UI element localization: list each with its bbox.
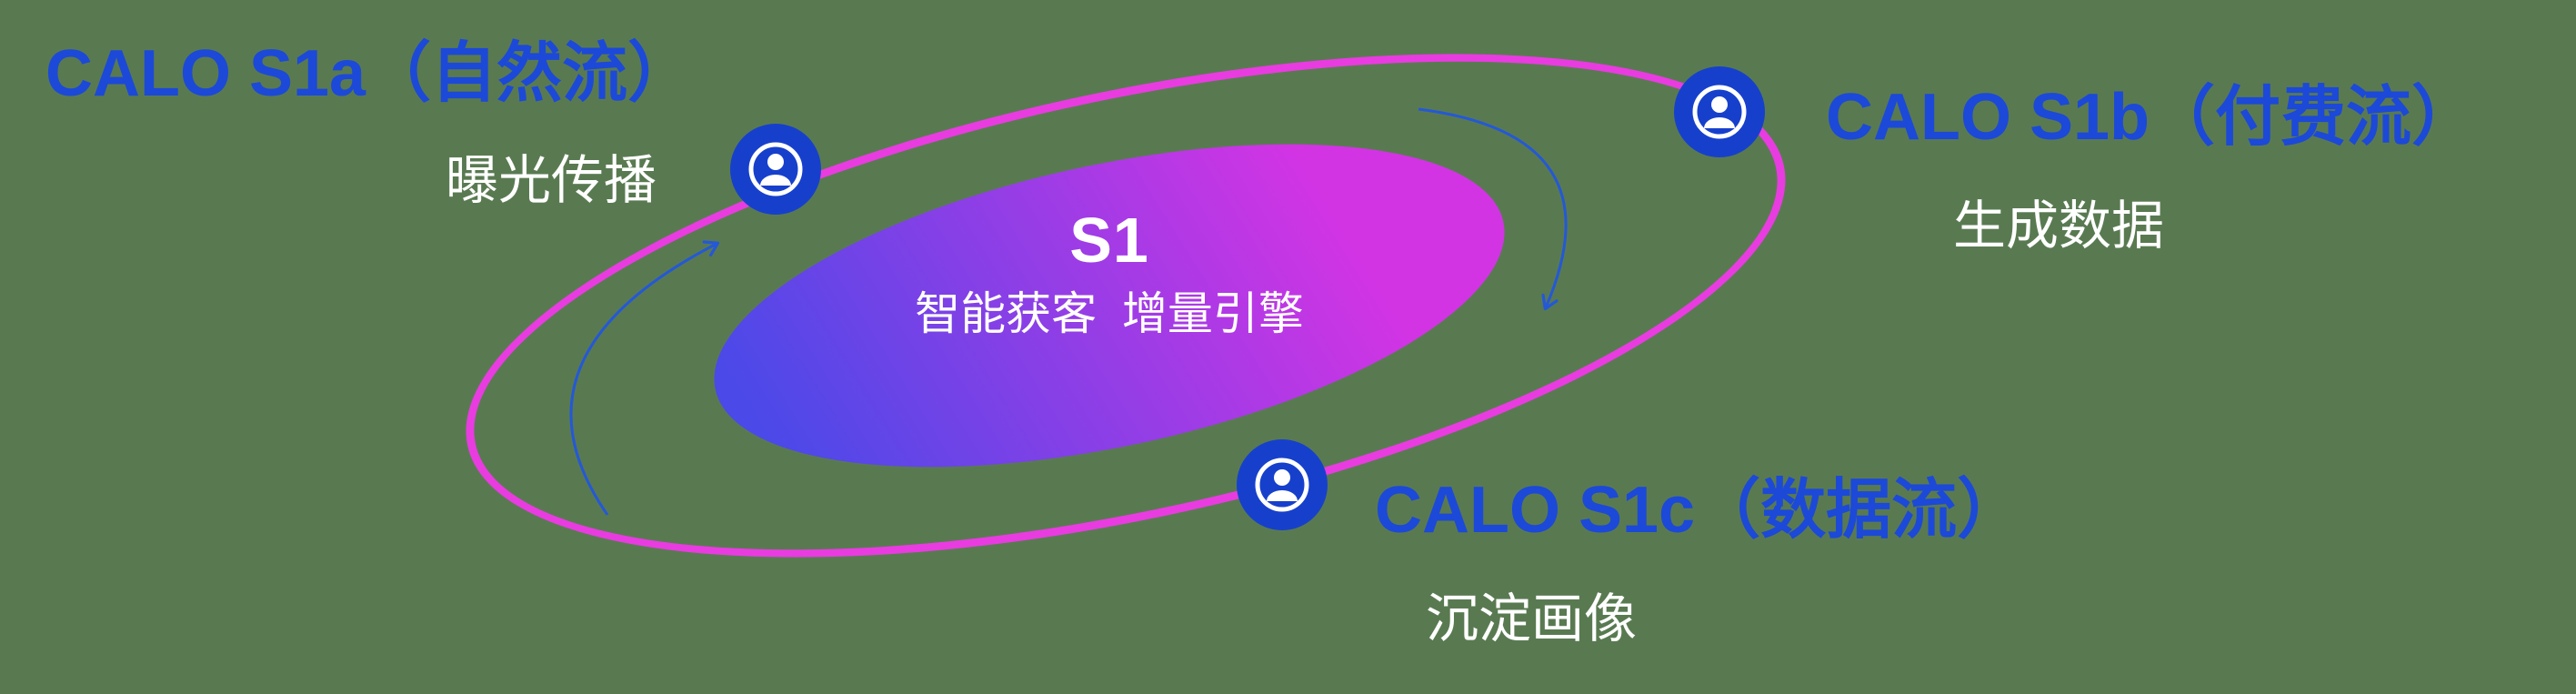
node-s1b-icon-wrap [1674, 66, 1765, 157]
user-icon [1237, 439, 1328, 530]
node-s1c-subtitle: 沉淀画像 [1426, 589, 1638, 649]
node-s1b-title: CALO S1b（付费流） [1826, 81, 2478, 154]
node-s1a-subtitle: 曝光传播 [446, 151, 657, 210]
user-icon [730, 124, 821, 215]
node-s1a-icon-wrap [730, 124, 821, 215]
core-title: S1 [1069, 205, 1149, 276]
user-icon [1674, 66, 1765, 157]
core-label: S1 智能获客 增量引擎 [837, 204, 1382, 341]
core-subtitle: 智能获客 增量引擎 [915, 287, 1304, 339]
node-s1b-subtitle: 生成数据 [1953, 196, 2165, 256]
node-s1a-title: CALO S1a（自然流） [45, 37, 694, 110]
node-s1c-title: CALO S1c（数据流） [1375, 474, 2023, 547]
node-s1c-icon-wrap [1237, 439, 1328, 530]
